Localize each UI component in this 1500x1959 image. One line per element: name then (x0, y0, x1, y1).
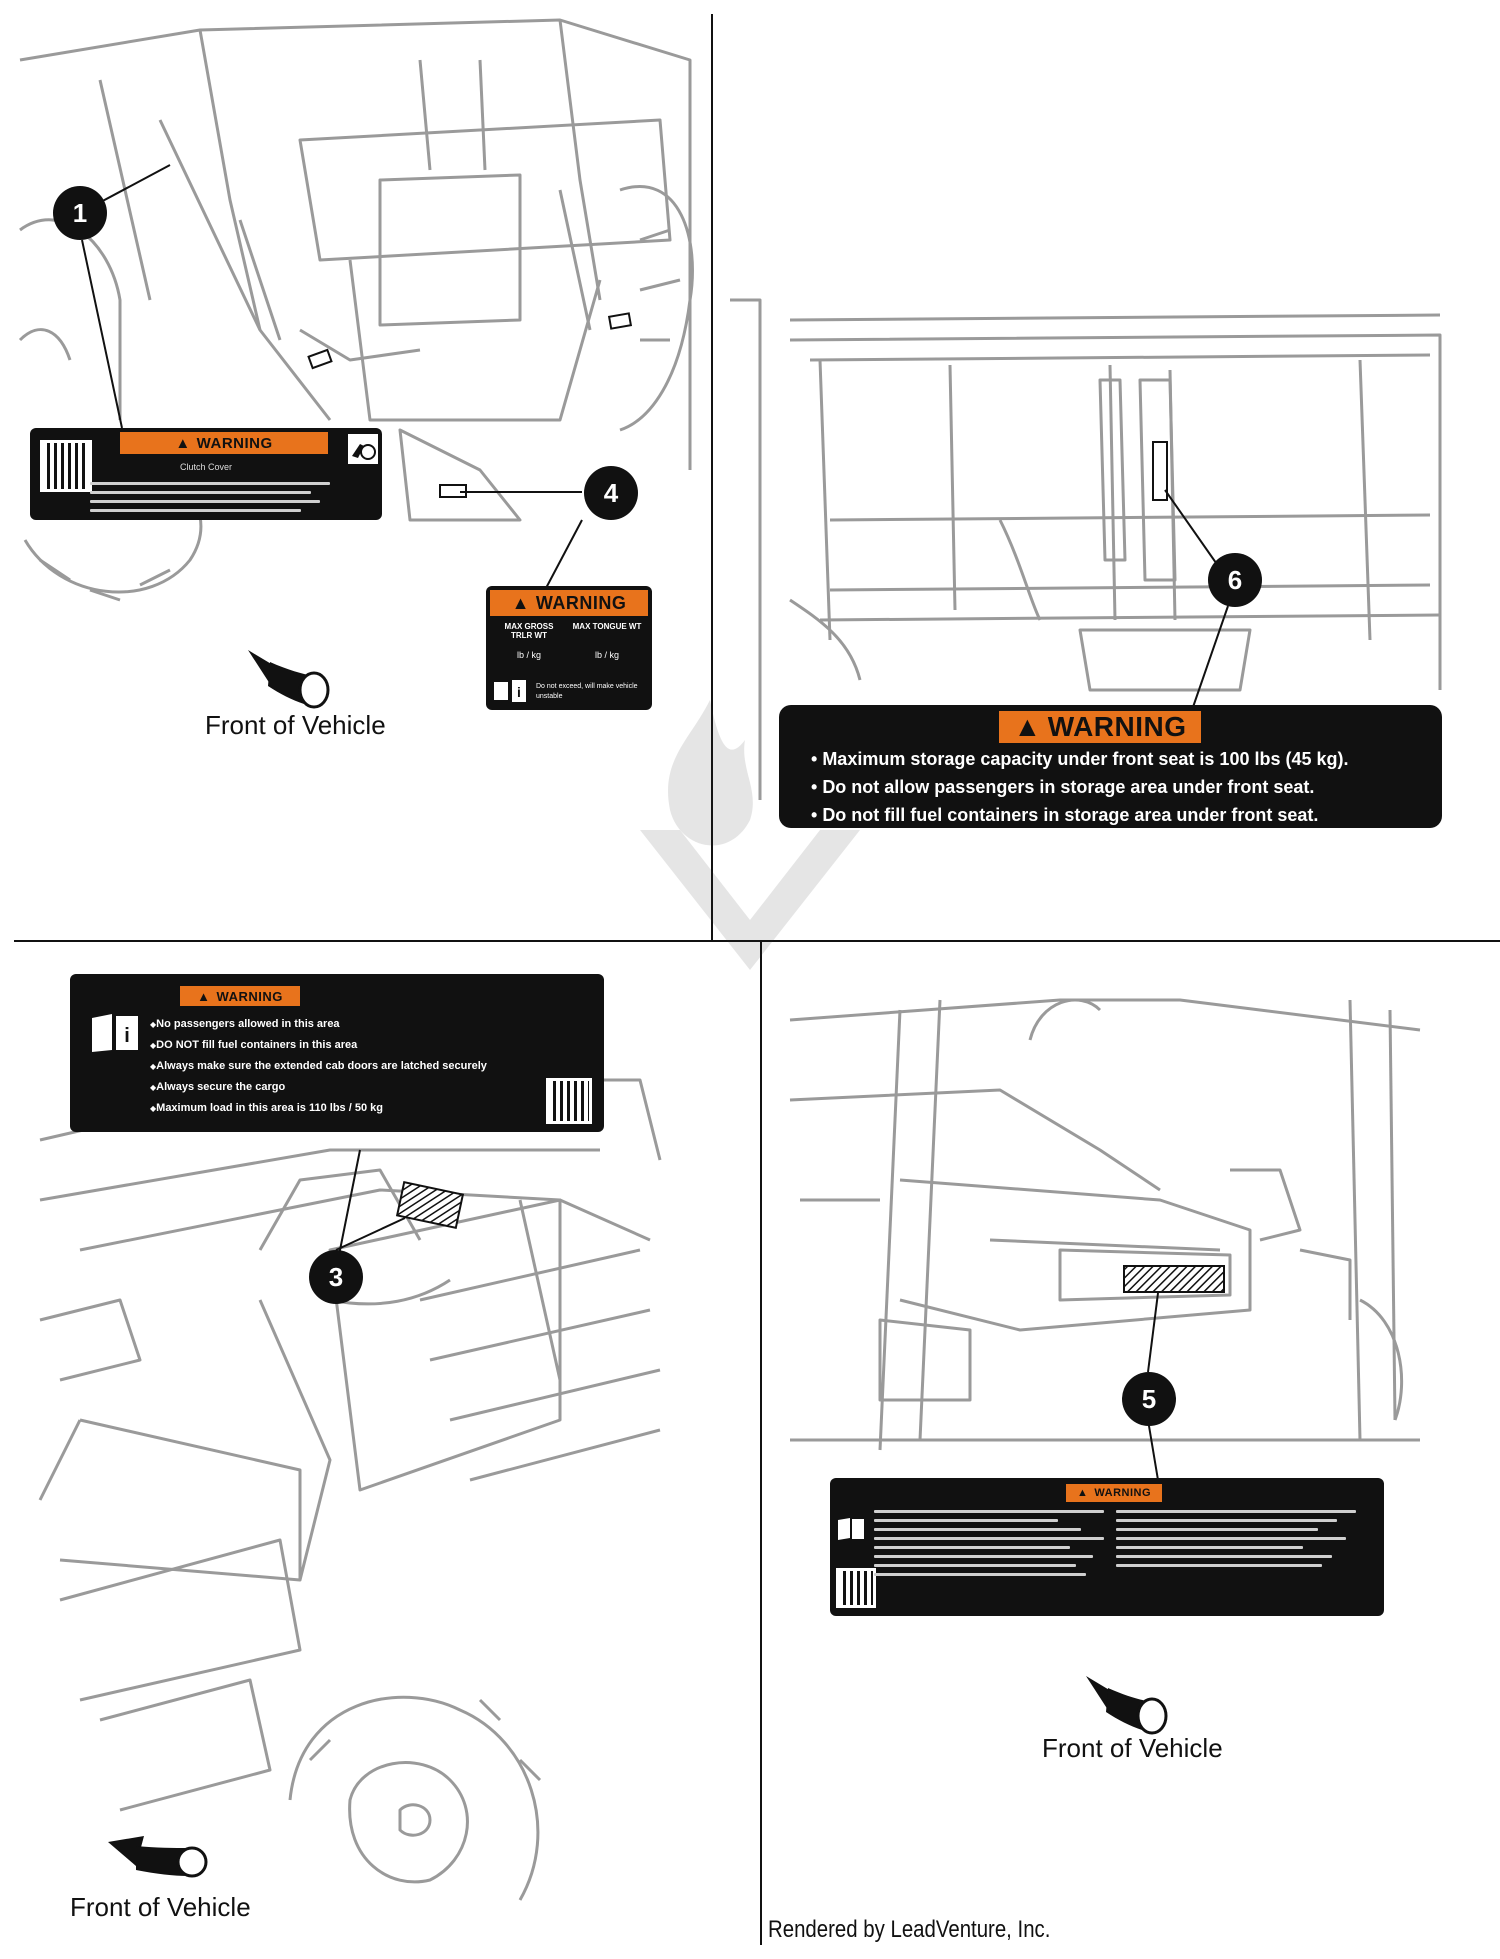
front-of-vehicle-label: Front of Vehicle (1042, 1733, 1223, 1763)
warning-triangle-icon: ▲ (197, 988, 211, 1004)
label-subtitle: Clutch Cover (180, 462, 233, 472)
warning-list: Maximum storage capacity under front sea… (811, 745, 1349, 829)
manual-info-icon: i (92, 1014, 138, 1052)
qr-code (546, 1078, 592, 1124)
warning-line: Maximum load in this area is 110 lbs / 5… (150, 1098, 487, 1119)
warning-heading: ▲WARNING (1066, 1484, 1162, 1502)
warning-triangle-icon: ▲ (511, 592, 530, 613)
warning-label-3: ▲WARNING i No passengers allowed in this… (70, 974, 604, 1132)
warning-triangle-icon: ▲ (1013, 711, 1042, 742)
warning-line: Do not fill fuel containers in storage a… (811, 801, 1349, 829)
divider-middle-horizontal (14, 940, 1500, 942)
warning-heading: ▲WARNING (999, 711, 1201, 743)
warning-line: Always secure the cargo (150, 1077, 487, 1098)
warning-label-4: ▲WARNING MAX GROSS TRLR WT MAX TONGUE WT… (486, 586, 652, 710)
warning-line: Maximum storage capacity under front sea… (811, 745, 1348, 773)
callout-1: 1 (53, 186, 107, 240)
callout-3: 3 (309, 1250, 363, 1304)
watermark-logo (640, 700, 860, 970)
tow-col1-value: lb / kg (516, 650, 541, 660)
front-of-vehicle-label: Front of Vehicle (70, 1892, 251, 1922)
manual-info-icon: i (494, 680, 526, 702)
front-arrows (108, 650, 1168, 1878)
warning-label-1: ▲WARNING Clutch Cover (30, 428, 382, 520)
tow-col2-value: lb / kg (594, 650, 619, 660)
svg-text:i: i (517, 684, 521, 700)
callout-6: 6 (1208, 553, 1262, 607)
warning-triangle-icon: ▲ (175, 434, 191, 452)
warning-heading: ▲WARNING (120, 432, 328, 454)
warning-label-5: ▲WARNING (830, 1478, 1384, 1616)
callout-4: 4 (584, 466, 638, 520)
manual-info-icon (838, 1518, 864, 1540)
warning-heading: ▲WARNING (490, 590, 648, 616)
tow-col2-header: MAX TONGUE WT (572, 622, 642, 631)
tow-col1-header: MAX GROSS TRLR WT (504, 622, 554, 640)
warning-line: DO NOT fill fuel containers in this area (150, 1035, 487, 1056)
rendered-by-footer: Rendered by LeadVenture, Inc. (768, 1916, 1051, 1943)
clutch-hand-icon (348, 434, 378, 464)
warning-label-6: ▲WARNING Maximum storage capacity under … (779, 705, 1442, 828)
divider-bottom-vertical (760, 940, 762, 1945)
qr-code (836, 1568, 876, 1608)
qr-code (40, 440, 92, 492)
callout-5: 5 (1122, 1372, 1176, 1426)
svg-text:i: i (124, 1025, 130, 1047)
label-fine-print-left (874, 1504, 1104, 1582)
front-of-vehicle-label: Front of Vehicle (205, 710, 386, 740)
tow-footer: Do not exceed, will make vehicle unstabl… (536, 683, 638, 700)
warning-line: Do not allow passengers in storage area … (811, 773, 1349, 801)
label-fine-print (90, 476, 330, 518)
label-fine-print-right (1116, 1504, 1356, 1573)
warning-line: Always make sure the extended cab doors … (150, 1056, 487, 1077)
warning-triangle-icon: ▲ (1076, 1487, 1089, 1499)
warning-heading: ▲WARNING (180, 986, 300, 1006)
divider-top-vertical (711, 14, 713, 942)
warning-list: No passengers allowed in this area DO NO… (150, 1014, 487, 1119)
warning-line: No passengers allowed in this area (150, 1014, 487, 1035)
